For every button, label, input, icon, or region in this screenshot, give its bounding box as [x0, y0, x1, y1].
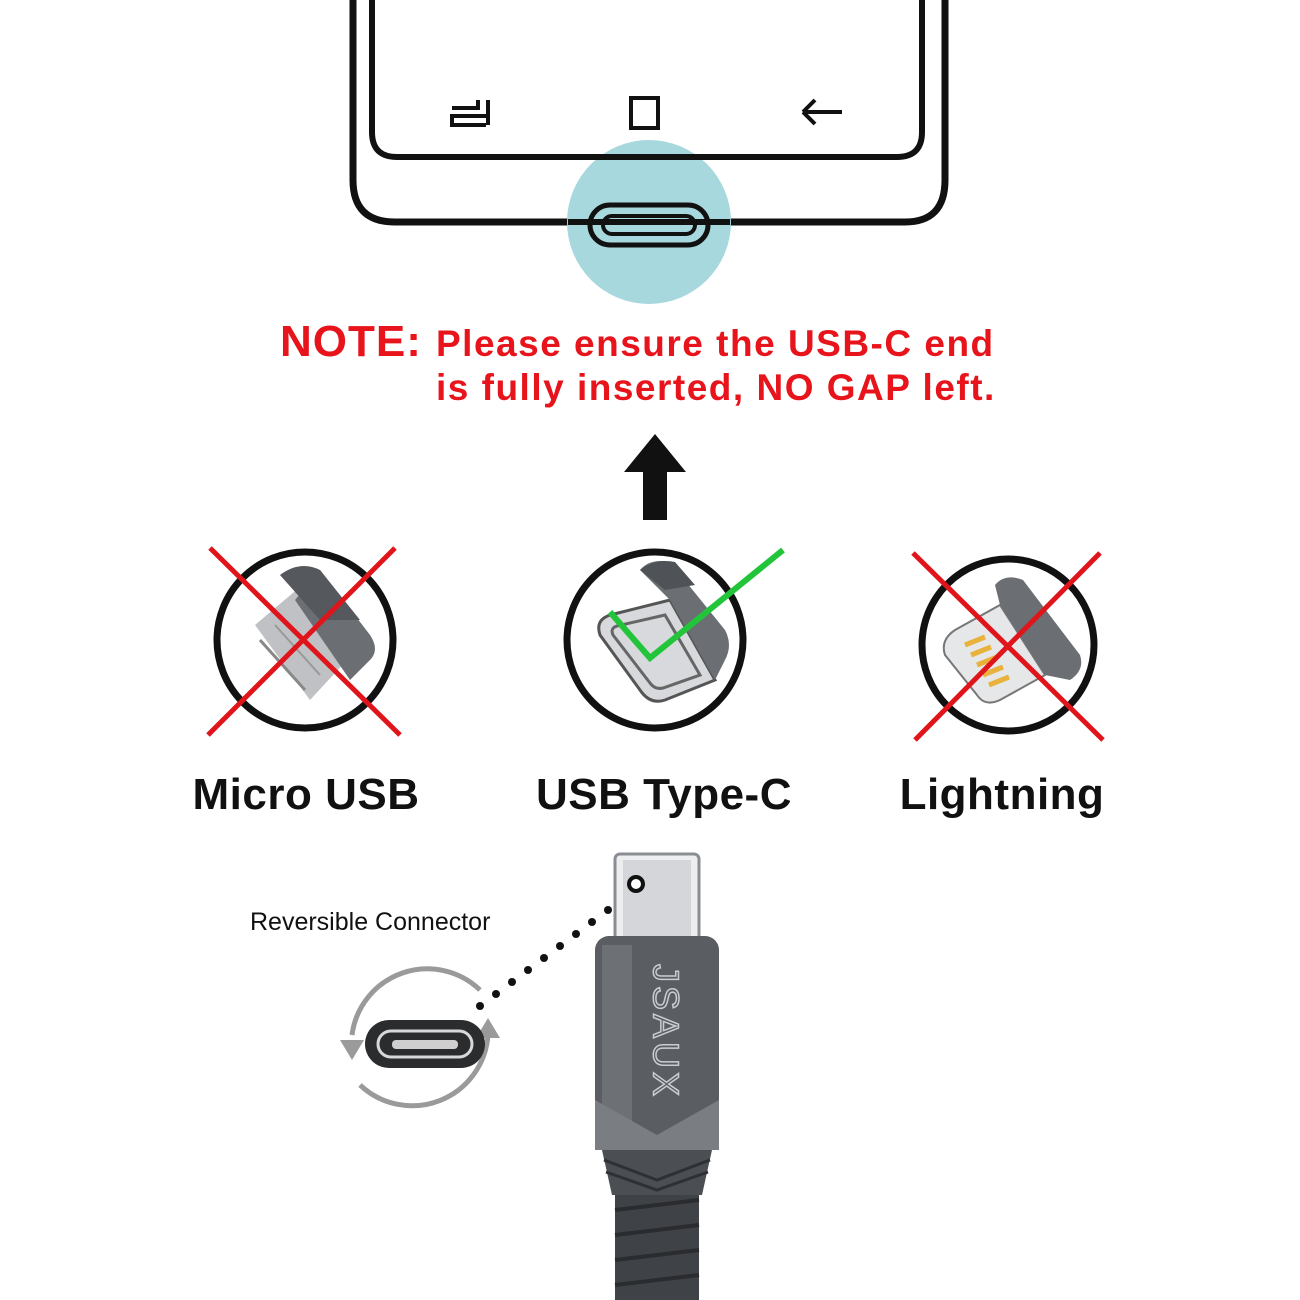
micro-usb-connector-image — [206, 546, 402, 737]
lightning-connector-image — [911, 551, 1105, 742]
red-cross-icon — [206, 546, 402, 737]
rotate-arrows-icon — [349, 966, 491, 1109]
phone-illustration — [349, 0, 949, 304]
usb-c-plug-face — [365, 1020, 485, 1068]
recent-apps-icon — [450, 100, 490, 127]
red-cross-icon — [911, 551, 1105, 742]
dotted-leader-line — [476, 906, 612, 1010]
connector-label-micro-usb: Micro USB — [192, 770, 420, 819]
note-text: Please ensure the USB-C end is fully ins… — [436, 322, 996, 410]
note-label: NOTE: — [280, 317, 422, 366]
up-arrow-icon — [624, 434, 686, 520]
usb-c-cable-image: JSAUX — [595, 852, 719, 1300]
green-check-icon — [607, 547, 785, 663]
connector-label-usb-type-c: USB Type-C — [536, 770, 792, 819]
reversible-connector-label: Reversible Connector — [250, 908, 491, 936]
note-line-1: Please ensure the USB-C end — [436, 323, 995, 364]
usb-type-c-connector-image — [563, 547, 785, 732]
reversible-connector-diagram — [340, 906, 612, 1109]
usb-c-port-highlight — [567, 140, 731, 304]
cable-brand-logo: JSAUX — [645, 964, 686, 1100]
note-line-2: is fully inserted, NO GAP left. — [436, 367, 996, 408]
connector-label-lightning: Lightning — [899, 770, 1105, 819]
back-icon — [801, 98, 842, 126]
home-icon — [629, 96, 660, 130]
